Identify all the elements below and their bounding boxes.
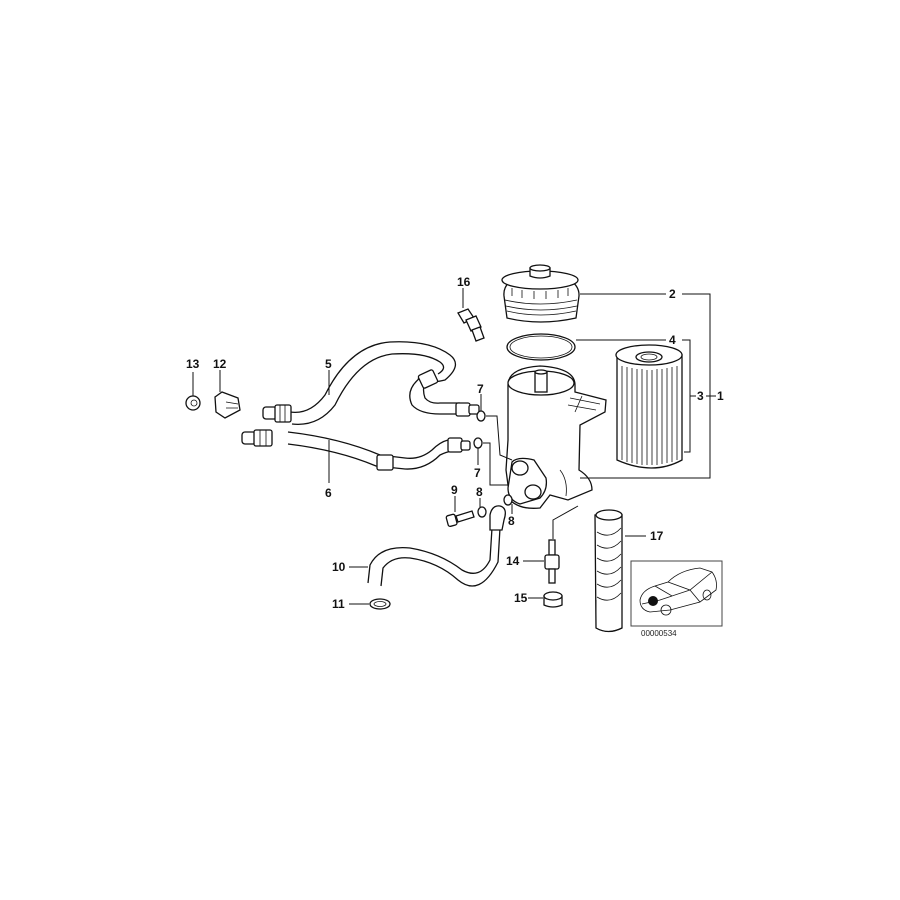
callout-1[interactable]: 1	[717, 389, 724, 403]
callout-5[interactable]: 5	[325, 357, 332, 371]
bracket-part[interactable]	[214, 391, 241, 419]
callout-6[interactable]: 6	[325, 486, 332, 500]
oil-pressure-switch-part[interactable]	[457, 308, 485, 342]
locator-thumbnail: 00000534	[630, 560, 723, 638]
callout-2[interactable]: 2	[669, 287, 676, 301]
car-icon	[639, 567, 717, 616]
hollow-bolt-part[interactable]	[445, 510, 475, 528]
callout-7-lower[interactable]: 7	[474, 466, 481, 480]
return-hose-part[interactable]	[367, 505, 506, 587]
callout-14[interactable]: 14	[506, 554, 520, 568]
oil-filter-housing-part[interactable]	[505, 365, 607, 509]
callout-13[interactable]: 13	[186, 357, 200, 371]
rubber-mount-part[interactable]	[543, 591, 563, 608]
callout-9[interactable]: 9	[451, 483, 458, 497]
oil-filter-cap-part[interactable]	[501, 264, 580, 323]
gasket-ring-8-right[interactable]	[503, 494, 513, 506]
gasket-ring-7-lower[interactable]	[473, 437, 483, 449]
gasket-ring-7-upper[interactable]	[476, 410, 486, 422]
heat-protection-sleeve-part[interactable]	[594, 509, 623, 633]
gasket-ring-8-left[interactable]	[477, 506, 487, 518]
callout-8-left[interactable]: 8	[476, 485, 483, 499]
oil-cooler-line-lower-part[interactable]	[241, 429, 471, 471]
callout-4[interactable]: 4	[669, 333, 676, 347]
callout-8-right[interactable]: 8	[508, 514, 515, 528]
reference-code: 00000534	[641, 629, 677, 638]
callout-15[interactable]: 15	[514, 591, 528, 605]
callout-16[interactable]: 16	[457, 275, 471, 289]
hose-clamp-part[interactable]	[369, 598, 391, 610]
callout-3[interactable]: 3	[697, 389, 704, 403]
callout-10[interactable]: 10	[332, 560, 346, 574]
stud-bolt-part[interactable]	[544, 539, 560, 584]
callout-17[interactable]: 17	[650, 529, 664, 543]
callout-7-upper[interactable]: 7	[477, 382, 484, 396]
filter-element-part[interactable]	[615, 344, 683, 469]
oil-cooler-line-upper-part[interactable]	[262, 341, 480, 426]
rubber-grommet-part[interactable]	[185, 395, 201, 411]
callout-12[interactable]: 12	[213, 357, 227, 371]
o-ring-part[interactable]	[506, 333, 576, 361]
callout-11[interactable]: 11	[332, 597, 345, 611]
engine-bay-marker	[648, 596, 658, 606]
